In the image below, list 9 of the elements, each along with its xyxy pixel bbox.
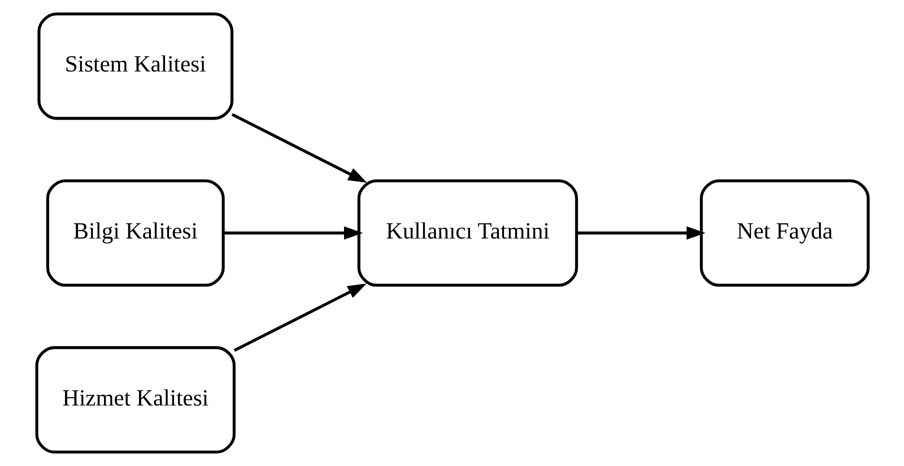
arrow [233,283,366,352]
node-box: Net Fayda [699,179,870,287]
node-box: Hizmet Kalitesi [34,346,236,454]
arrow [222,226,362,240]
node-box: Kullanıcı Tatmini [356,179,578,287]
arrow [231,113,367,183]
node-box: Sistem Kalitesi [37,12,233,120]
node-box: Bilgi Kalitesi [46,179,224,287]
arrow [576,226,705,240]
